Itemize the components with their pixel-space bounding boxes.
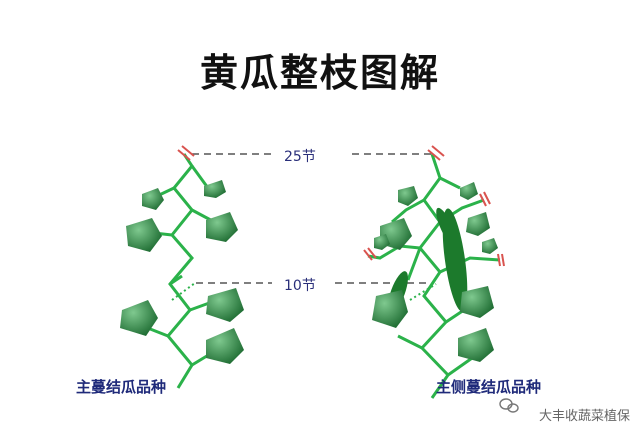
left-leaf bbox=[204, 180, 226, 198]
right-fruit bbox=[436, 207, 458, 249]
left-main-stem bbox=[166, 153, 194, 389]
left-leaf bbox=[126, 218, 162, 252]
right-cut-mark bbox=[497, 253, 505, 267]
right-dotted-branch bbox=[409, 283, 437, 301]
caption-left: 主蔓结瓜品种 bbox=[76, 378, 167, 396]
watermark: 大丰收蔬菜植保 bbox=[539, 405, 630, 424]
left-leaf bbox=[206, 212, 238, 242]
right-leaf bbox=[458, 328, 494, 362]
right-leaf bbox=[460, 286, 494, 318]
left-plant bbox=[120, 145, 244, 389]
right-cut-mark bbox=[479, 191, 491, 207]
right-plant bbox=[363, 145, 505, 399]
right-leaf bbox=[466, 212, 490, 236]
page-title: 黄瓜整枝图解 bbox=[199, 51, 440, 95]
left-leaf bbox=[206, 328, 244, 364]
right-leaf bbox=[372, 290, 408, 328]
right-leaf bbox=[374, 234, 390, 250]
right-leaf bbox=[482, 238, 498, 254]
right-cut-mark bbox=[363, 247, 377, 261]
left-cut-mark bbox=[177, 145, 195, 161]
caption-right: 主侧蔓结瓜品种 bbox=[436, 378, 542, 396]
right-leaf bbox=[398, 186, 418, 206]
right-leaf bbox=[460, 182, 478, 200]
right-main-stem bbox=[418, 153, 450, 399]
left-leaf bbox=[120, 300, 158, 336]
right-cut-mark bbox=[427, 145, 445, 161]
left-leaf bbox=[142, 188, 164, 210]
wechat-icon bbox=[499, 398, 519, 413]
node-label-10: 10节 bbox=[282, 275, 318, 295]
left-leaf bbox=[206, 288, 244, 322]
watermark-text: 大丰收蔬菜植保 bbox=[538, 409, 630, 424]
node-label-25: 25节 bbox=[282, 146, 318, 166]
